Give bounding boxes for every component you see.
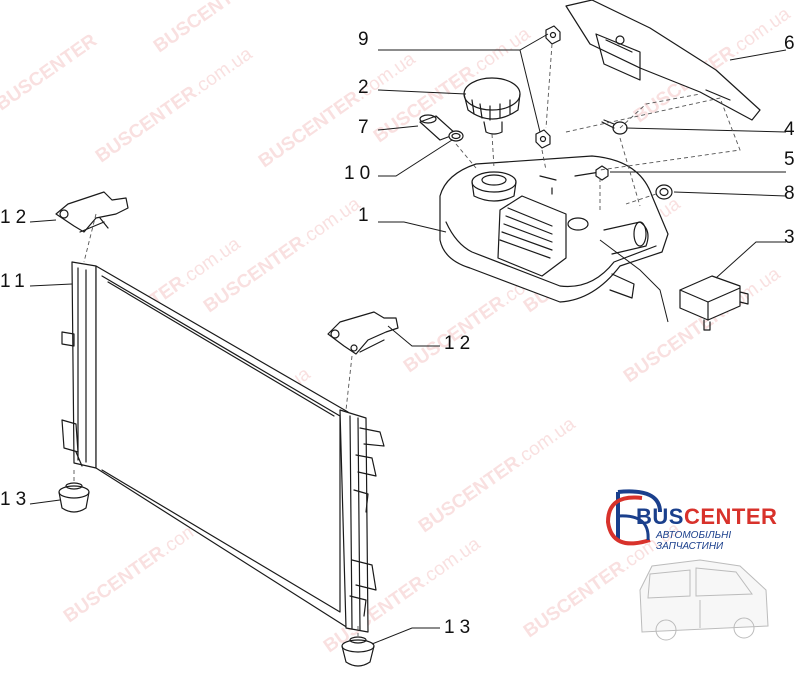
filler-cap (463, 77, 521, 135)
logo-name-part-1: BUS (636, 504, 684, 529)
callout-11: 11 (0, 271, 30, 292)
nut-top (545, 25, 561, 45)
grommet (655, 184, 673, 200)
mounting-bracket (565, 0, 761, 121)
callout-4: 4 (784, 119, 800, 140)
callout-8: 8 (784, 183, 800, 204)
mount-lower-right (341, 636, 375, 667)
expansion-tank (439, 155, 669, 303)
radiator (61, 261, 385, 633)
callout-13: 13 (0, 489, 32, 510)
callout-10: 10 (344, 163, 376, 184)
callout-9: 9 (358, 29, 374, 50)
bracket-upper-left (55, 191, 129, 233)
callout-1: 1 (358, 205, 374, 226)
van-illustration (639, 559, 769, 641)
bolt (601, 119, 628, 135)
callout-12: 12 (444, 333, 476, 354)
callout-5: 5 (784, 149, 800, 170)
callout-2: 2 (358, 77, 374, 98)
nut-middle (535, 129, 551, 149)
callout-3: 3 (784, 227, 800, 248)
level-sensor (679, 275, 749, 331)
mount-lower-left (58, 482, 90, 513)
logo-name-part-2: CENTER (683, 504, 778, 529)
small-nut (595, 165, 609, 181)
hose-clip (448, 130, 464, 142)
callout-12: 12 (0, 207, 32, 228)
callout-6: 6 (784, 33, 800, 54)
buscenter-logo-mark (605, 489, 662, 546)
callout-7: 7 (358, 117, 374, 138)
callout-13: 13 (444, 617, 476, 638)
bracket-upper-right (327, 311, 399, 355)
logo-subtitle: АВТОМОБІЛЬНІ ЗАПЧАСТИНИ (656, 530, 732, 552)
buscenter-logo: BUSCENTER (636, 504, 777, 530)
